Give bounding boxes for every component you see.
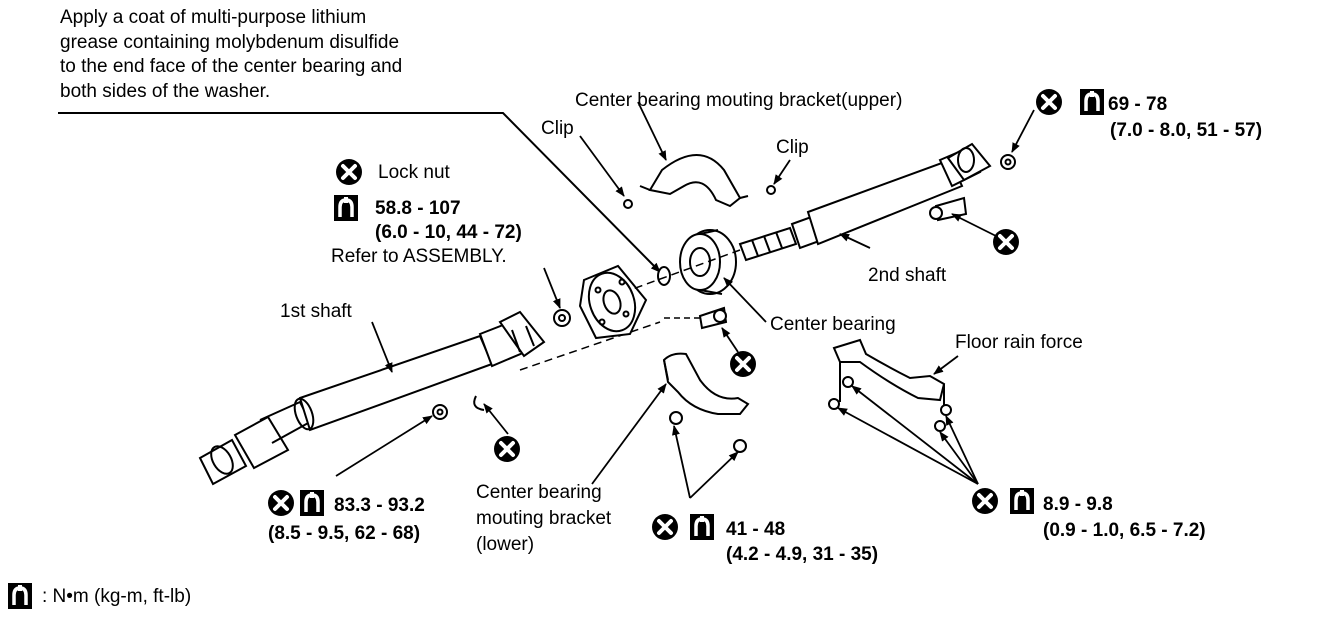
clip-left-label: Clip: [541, 118, 574, 139]
lock-nut-label: Lock nut: [378, 162, 450, 183]
torque-top-right: 69 - 78: [1108, 94, 1168, 115]
floor-rain-force-label: Floor rain force: [955, 332, 1083, 353]
torque-wrench-icon: [8, 583, 32, 609]
torque-lower-bracket: 41 - 48: [726, 519, 786, 540]
torque-front-alt: (8.5 - 9.5, 62 - 68): [268, 523, 421, 544]
bolt-2nd-shaft: [929, 196, 968, 222]
bolt-center-bearing: [698, 306, 728, 330]
lock-nut: [553, 309, 571, 327]
clip-left: [623, 199, 633, 209]
center-bearing-label: Center bearing: [770, 314, 896, 335]
first-shaft: [198, 310, 546, 486]
lower-bracket: [662, 352, 750, 415]
note-leader: [58, 112, 661, 273]
note-line: Apply a coat of multi-purpose lithium: [60, 7, 367, 28]
torque-top-right-alt: (7.0 - 8.0, 51 - 57): [1110, 120, 1263, 141]
companion-flange: [578, 264, 648, 340]
lower-bracket-label-1: Center bearing: [476, 482, 602, 503]
lower-nut-right: [733, 439, 747, 453]
clip-front: [473, 395, 485, 411]
x-circle-icon: [336, 159, 362, 185]
upper-bracket: [639, 154, 749, 208]
torque-wrench-icon: [1010, 488, 1034, 514]
lower-bracket-label-2: mouting bracket: [476, 508, 612, 529]
torque-floor: 8.9 - 9.8: [1043, 494, 1113, 515]
note-line: to the end face of the center bearing an…: [60, 56, 403, 77]
note-line: both sides of the washer.: [60, 80, 271, 102]
floor-nut-1: [842, 376, 854, 388]
nut-front: [432, 404, 448, 420]
centerline-1: [519, 321, 661, 371]
floor-nut-4: [934, 420, 946, 432]
x-circle-icon: [993, 229, 1019, 255]
torque-wrench-icon: [334, 195, 358, 221]
upper-bracket-label: Center bearing mouting bracket(upper): [575, 90, 903, 111]
torque-wrench-icon: [1080, 89, 1104, 115]
lock-nut-torque: 58.8 - 107: [375, 198, 461, 219]
lock-nut-torque-alt: (6.0 - 10, 44 - 72): [375, 222, 522, 243]
x-circle-icon: [730, 351, 756, 377]
x-circle-icon: [972, 488, 998, 514]
x-circle-icon: [494, 436, 520, 462]
torque-lower-bracket-alt: (4.2 - 4.9, 31 - 35): [726, 544, 879, 565]
torque-wrench-icon: [690, 514, 714, 540]
lower-bracket-label-3: (lower): [476, 534, 535, 555]
floor-nut-3: [940, 404, 952, 416]
torque-front: 83.3 - 93.2: [334, 495, 425, 516]
x-circle-icon: [1036, 89, 1062, 115]
second-shaft-label: 2nd shaft: [868, 265, 947, 286]
x-circle-icon: [268, 490, 294, 516]
floor-nut-2: [828, 398, 840, 410]
torque-floor-alt: (0.9 - 1.0, 6.5 - 7.2): [1043, 520, 1206, 541]
clip-right-label: Clip: [776, 137, 809, 158]
legend-text: : N•m (kg-m, ft-lb): [42, 586, 192, 607]
floor-rain-force-part: [832, 338, 946, 408]
nut-top-right: [1000, 154, 1016, 170]
lower-nut-left: [669, 411, 683, 425]
washer: [657, 266, 671, 286]
refer-assembly-label: Refer to ASSEMBLY.: [331, 246, 507, 267]
first-shaft-label: 1st shaft: [280, 301, 352, 322]
clip-right: [766, 185, 776, 195]
torque-wrench-icon: [300, 490, 324, 516]
centerline-2: [629, 249, 741, 291]
grease-note: Apply a coat of multi-purpose lithium gr…: [60, 6, 402, 104]
center-bearing-part: [679, 229, 737, 295]
note-line: grease containing molybdenum disulfide: [60, 31, 400, 53]
second-shaft: [738, 142, 992, 262]
x-circle-icon: [652, 514, 678, 540]
